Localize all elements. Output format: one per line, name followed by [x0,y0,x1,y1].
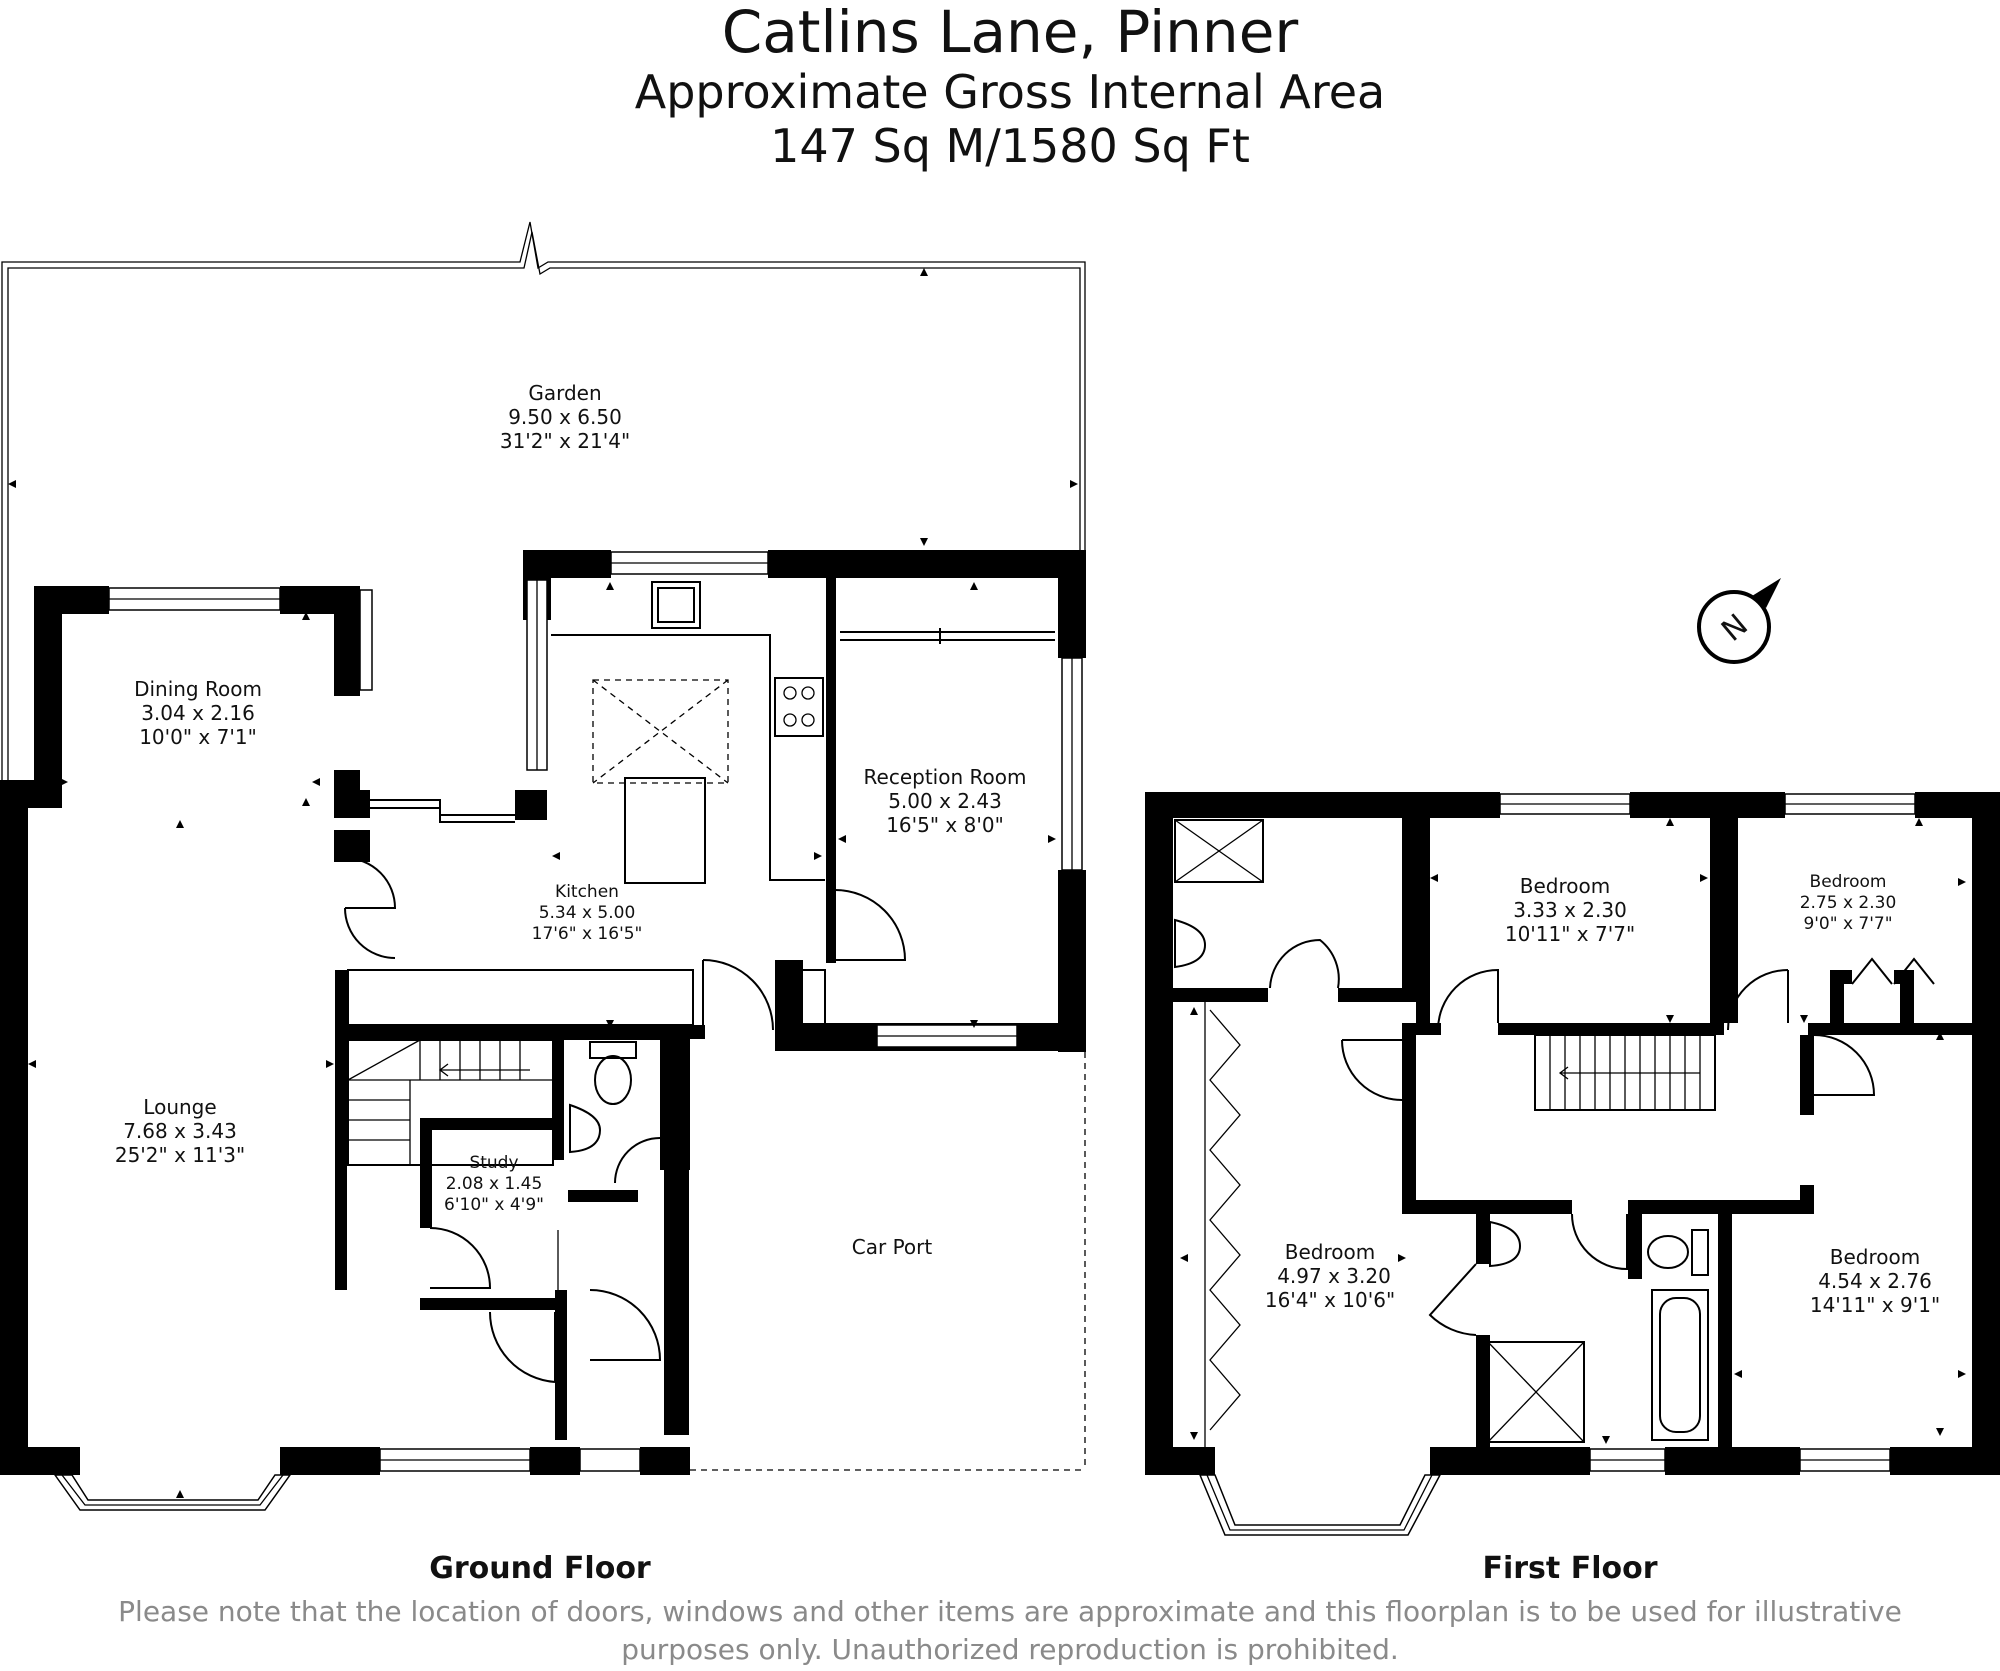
kitchen-name: Kitchen [555,882,619,902]
first-shower-room [1174,819,1340,989]
ground-floor-plan: Garden 9.50 x 6.50 31'2" x 21'4" Dining … [0,221,1086,1586]
kitchen-sink-icon [651,581,701,629]
kitchen-dining-link [360,799,515,823]
bedroom-3-metric: 4.97 x 3.20 [1277,1264,1391,1288]
first-floor-label: First Floor [1482,1551,1657,1586]
kitchen-metric: 5.34 x 5.00 [539,903,636,923]
dining-room-name: Dining Room [134,677,262,701]
first-bathroom [1487,1220,1709,1443]
disclaimer-line-1: Please note that the location of doors, … [118,1595,1902,1628]
skylight-icon [592,679,729,784]
kitchen-fittings [347,581,826,1026]
bedroom-2-name: Bedroom [1810,872,1887,892]
page-subtitle: Approximate Gross Internal Area [635,65,1385,119]
kitchen-imperial: 17'6" x 16'5" [532,924,643,944]
bath-icon [1651,1289,1709,1441]
reception-room-name: Reception Room [864,765,1027,789]
bedroom-bay-window [1198,1474,1442,1536]
first-floor-walls [1145,792,2000,1475]
study-name: Study [469,1153,518,1173]
bedroom-3-imperial: 16'4" x 10'6" [1265,1288,1395,1312]
garden-name: Garden [528,381,601,405]
dining-room-imperial: 10'0" x 7'1" [139,725,257,749]
dining-room-metric: 3.04 x 2.16 [141,701,255,725]
bedroom-4-name: Bedroom [1830,1245,1920,1269]
shower-icon [1487,1341,1585,1443]
first-windows [1499,793,1916,1472]
first-dimension-arrows [1180,818,1966,1444]
bedroom-4-metric: 4.54 x 2.76 [1818,1269,1932,1293]
first-floor-plan: Bedroom 3.33 x 2.30 10'11" x 7'7" Bedroo… [1145,792,2000,1586]
car-port-outline [690,1052,1086,1471]
lounge-metric: 7.68 x 3.43 [123,1119,237,1143]
bedroom-4-imperial: 14'11" x 9'1" [1810,1293,1940,1317]
shower-tray-icon [1174,819,1264,883]
bedroom-1-metric: 3.33 x 2.30 [1513,898,1627,922]
study-imperial: 6'10" x 4'9" [444,1195,544,1215]
toilet-icon [1647,1235,1689,1269]
garden-imperial: 31'2" x 21'4" [500,429,630,453]
wardrobe [1204,1002,1241,1447]
car-port-name: Car Port [852,1235,933,1259]
page-title: Catlins Lane, Pinner [722,0,1299,66]
bedroom-2-imperial: 9'0" x 7'7" [1803,914,1892,934]
ground-floor-walls [0,550,1086,1475]
basin-icon [1489,1220,1522,1268]
garden-boundary [1,221,1086,790]
ground-wc [569,1041,683,1154]
toilet-icon [594,1055,632,1105]
hob-icon [774,677,824,737]
basin-icon [1174,918,1207,969]
ground-doors [344,857,907,1383]
north-arrow-icon: N [1697,578,1781,664]
kitchen-island [624,777,706,884]
basin-icon [569,1103,602,1154]
bedroom-1-name: Bedroom [1520,874,1610,898]
bedroom-1-imperial: 10'11" x 7'7" [1505,922,1635,946]
compass-letter: N [1715,608,1755,649]
study-metric: 2.08 x 1.45 [446,1174,543,1194]
reception-sliding-doors [840,628,1055,644]
lounge-bay-window [53,1474,292,1511]
lounge-name: Lounge [143,1095,216,1119]
garden-metric: 9.50 x 6.50 [508,405,622,429]
lounge-imperial: 25'2" x 11'3" [115,1143,245,1167]
disclaimer-line-2: purposes only. Unauthorized reproduction… [621,1633,1399,1666]
reception-room-imperial: 16'5" x 8'0" [886,813,1004,837]
bedroom-3-name: Bedroom [1285,1240,1375,1264]
ground-stairs [347,1039,554,1166]
reception-room-metric: 5.00 x 2.43 [888,789,1002,813]
ground-floor-label: Ground Floor [429,1551,651,1586]
bedroom-2-metric: 2.75 x 2.30 [1800,893,1897,913]
total-area: 147 Sq M/1580 Sq Ft [770,119,1250,173]
dimension-arrows [8,268,1078,1498]
first-doors [1341,957,1935,1336]
ground-windows [108,551,1083,1472]
first-stairs [1534,1034,1716,1111]
